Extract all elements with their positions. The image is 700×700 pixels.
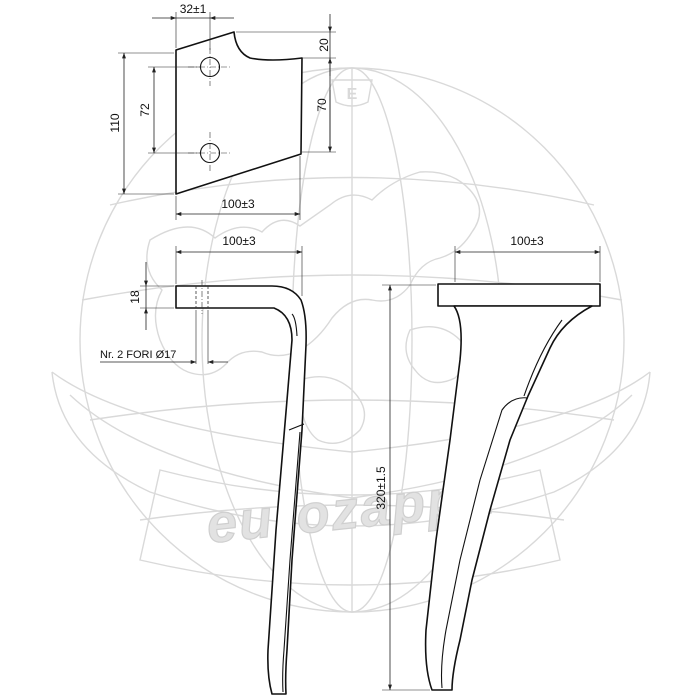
dim-label-320: 320±1.5 — [374, 466, 388, 510]
watermark-logo-letter: E — [347, 86, 358, 103]
watermark-ribbon — [51, 371, 651, 586]
dim-label-18: 18 — [128, 290, 142, 304]
dim-holes-note: Nr. 2 FORI Ø17 — [100, 310, 228, 364]
dim-label-plate-width: 100±3 — [221, 197, 255, 211]
dim-label-20: 20 — [317, 38, 331, 52]
dim-blade-length: 320±1.5 — [374, 284, 436, 691]
dim-front-width: 100±3 — [454, 234, 601, 282]
plate-top-view — [175, 31, 303, 195]
dim-label-72: 72 — [138, 103, 152, 117]
dim-top-notch: 20 — [236, 14, 336, 76]
dim-label-side-width: 100±3 — [222, 234, 256, 248]
dim-thickness: 18 — [128, 262, 174, 330]
dim-top-hole-offset: 32±1 — [152, 2, 234, 50]
dim-label-70: 70 — [315, 98, 329, 112]
dim-label-32: 32±1 — [180, 2, 207, 16]
dim-plate-height: 110 — [108, 52, 174, 195]
dim-lower-height: 70 — [302, 58, 336, 153]
dim-side-width: 100±3 — [175, 234, 303, 296]
watermark-logo-shield: E — [331, 79, 373, 107]
dim-label-front-width: 100±3 — [510, 234, 544, 248]
dim-hole-spacing: 72 — [138, 66, 200, 154]
dim-plate-width: 100±3 — [175, 156, 301, 220]
dim-label-110: 110 — [108, 113, 122, 132]
holes-note-label: Nr. 2 FORI Ø17 — [100, 349, 176, 361]
blade-side-view — [175, 280, 307, 695]
blade-front-view — [424, 283, 601, 691]
